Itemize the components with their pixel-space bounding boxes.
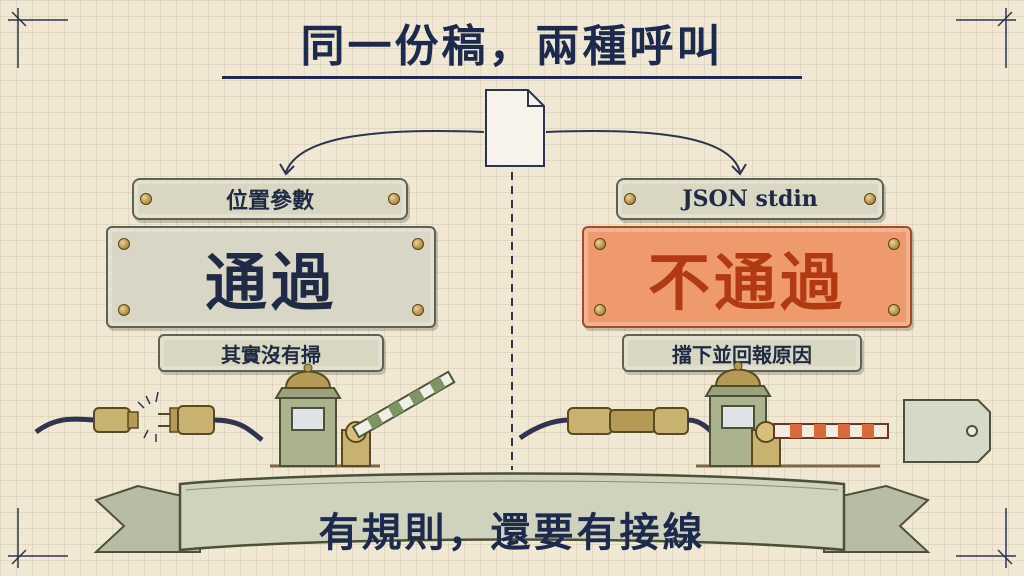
left-result-text: 通過 bbox=[204, 246, 337, 319]
right-method-plaque: JSON stdin bbox=[616, 178, 884, 220]
right-result-plaque: 不通過 bbox=[582, 226, 912, 328]
document-icon bbox=[485, 89, 545, 167]
page-title: 同一份稿，兩種呼叫 bbox=[300, 21, 724, 72]
left-note-plaque: 其實沒有掃 bbox=[158, 334, 384, 372]
corner-ornament-bottom-left bbox=[8, 508, 68, 568]
left-result-plaque: 通過 bbox=[106, 226, 436, 328]
left-method-label: 位置參數 bbox=[225, 188, 314, 214]
booth-icon-right bbox=[696, 361, 880, 468]
left-method-plaque: 位置參數 bbox=[132, 178, 408, 220]
closed-barrier-gate-icon bbox=[751, 421, 889, 467]
corner-ornament-top-right bbox=[956, 8, 1016, 68]
corner-ornament-top-left bbox=[8, 8, 68, 68]
corner-ornament-bottom-right bbox=[956, 508, 1016, 568]
unplugged-cable-icon bbox=[34, 391, 264, 442]
banner-text: 有規則，還要有接線 bbox=[318, 509, 706, 556]
connected-cable-icon bbox=[518, 407, 718, 441]
arrow-to-right bbox=[545, 130, 741, 173]
right-method-label: JSON stdin bbox=[682, 186, 818, 212]
left-note-text: 其實沒有掃 bbox=[221, 342, 321, 367]
right-result-text: 不通過 bbox=[647, 246, 846, 319]
arrow-to-left bbox=[285, 130, 485, 173]
open-barrier-gate-icon bbox=[341, 370, 456, 467]
title-underline bbox=[222, 76, 802, 79]
blank-tag-icon bbox=[903, 399, 991, 463]
right-note-text: 擋下並回報原因 bbox=[672, 342, 812, 367]
